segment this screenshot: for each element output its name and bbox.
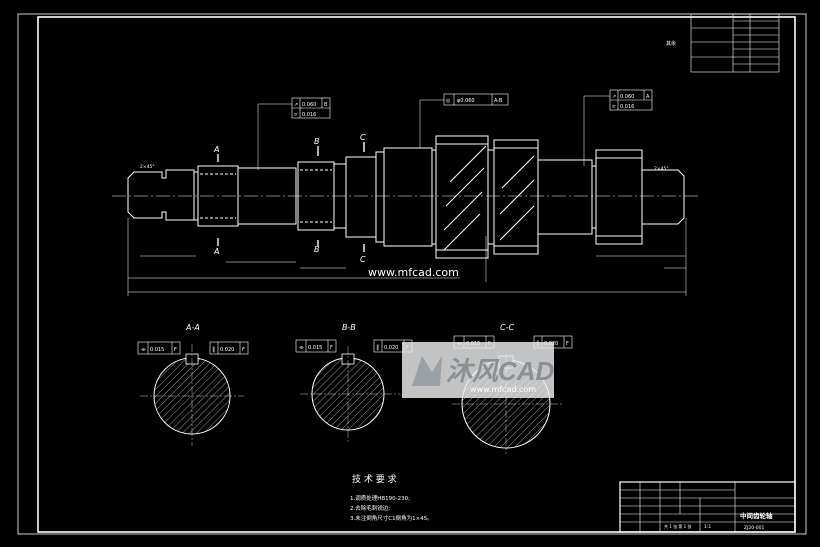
svg-text:0.015: 0.015 (308, 345, 322, 351)
tolerance-frame-3: ↗ 0.060 A ⌭ 0.016 (609, 89, 653, 111)
svg-text:A-B: A-B (494, 98, 503, 104)
chamfer-label-right: 2×45° (654, 166, 669, 172)
title-block-part-name: 中间齿轮轴 (740, 511, 773, 520)
svg-text:0.015: 0.015 (150, 347, 164, 353)
title-block-drawing-no: ZJ20-001 (744, 525, 764, 531)
section-title-b: B-B (342, 323, 356, 332)
watermark-logo-url: www.mfcad.com (470, 385, 536, 394)
roughness-note: 其余 (666, 40, 676, 47)
tech-req-item-2: 2.去除毛刺锐边; (350, 504, 390, 512)
tech-req-item-1: 1.调质处理HB190-230; (350, 494, 410, 502)
section-mark-a-top: A (213, 145, 219, 154)
svg-text:◎: ◎ (446, 98, 451, 104)
inner-border (37, 16, 796, 533)
tech-req-item-3: 3.未注倒角尺寸C1倒角为1×45。 (350, 514, 433, 522)
svg-text:⌭: ⌭ (294, 112, 298, 118)
watermark-logo: 沐风CAD www.mfcad.com (402, 342, 555, 398)
svg-text:0.060: 0.060 (302, 102, 316, 108)
svg-text:F: F (330, 345, 333, 351)
svg-text:0.016: 0.016 (302, 112, 316, 118)
svg-text:⌯: ⌯ (141, 346, 146, 353)
watermark-logo-text: 沐风CAD (446, 356, 555, 386)
svg-text:∥: ∥ (376, 344, 379, 351)
svg-text:⌭: ⌭ (612, 104, 616, 110)
svg-text:0.016: 0.016 (620, 104, 634, 110)
section-title-a: A-A (185, 323, 200, 332)
tolerance-frame-1: ↗ 0.060 B ⌭ 0.016 (291, 97, 331, 119)
svg-text:A: A (646, 94, 650, 100)
outer-border (17, 13, 807, 535)
svg-text:F: F (174, 347, 177, 353)
section-mark-b-bottom: B (314, 245, 320, 254)
section-title-c: C-C (500, 323, 514, 332)
technical-requirements: 技 术 要 求 1.调质处理HB190-230; 2.去除毛刺锐边; 3.未注倒… (350, 473, 433, 522)
svg-text:↗: ↗ (612, 94, 616, 100)
roughness-table (690, 13, 780, 73)
dimension-lines (127, 95, 687, 296)
svg-text:0.020: 0.020 (220, 347, 234, 353)
section-mark-c-bottom: C (360, 255, 366, 264)
svg-text:⌯: ⌯ (299, 344, 304, 351)
section-b-b: B-B ⌯ 0.015 F ∥ 0.020 F (295, 323, 413, 442)
svg-text:↗: ↗ (294, 102, 298, 108)
section-mark-b-top: B (314, 137, 320, 146)
tech-req-title: 技 术 要 求 (352, 473, 397, 485)
title-block-scale: 1:1 (704, 524, 711, 530)
shaft-profile (127, 135, 685, 259)
section-marks: A A B B C C (213, 133, 366, 264)
svg-text:0.060: 0.060 (620, 94, 634, 100)
svg-text:F: F (566, 341, 569, 347)
svg-text:φ0.060: φ0.060 (457, 98, 475, 104)
section-mark-c-top: C (360, 133, 366, 142)
tolerance-frame-2: ◎ φ0.060 A-B (443, 93, 509, 106)
svg-text:∥: ∥ (212, 346, 215, 353)
svg-text:B: B (324, 102, 328, 108)
section-a-a: A-A ⌯ 0.015 F ∥ 0.020 F (137, 323, 249, 446)
watermark-url: www.mfcad.com (368, 266, 459, 279)
chamfer-label-left: 2×45° (140, 164, 155, 170)
section-mark-a-bottom: A (213, 247, 219, 256)
svg-text:F: F (242, 347, 245, 353)
title-block (619, 481, 796, 533)
title-block-sheet: 共 1 张 第 1 张 (664, 523, 691, 529)
svg-text:0.020: 0.020 (384, 345, 398, 351)
